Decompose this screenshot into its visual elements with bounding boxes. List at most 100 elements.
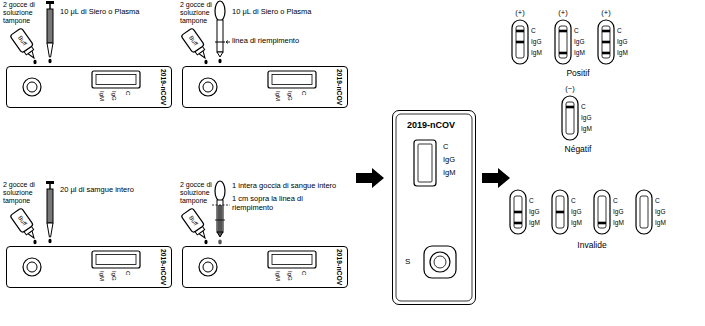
pipette-plunger bbox=[46, 181, 54, 184]
pipette-body bbox=[47, 9, 53, 43]
cassette-text: 2019-nCOV bbox=[407, 121, 455, 130]
drop bbox=[33, 240, 36, 244]
dropper-bulb bbox=[215, 1, 225, 21]
test-band bbox=[602, 30, 610, 33]
sample-well bbox=[199, 258, 217, 276]
cassette-text: IgM bbox=[275, 91, 281, 101]
sample-well-inner bbox=[27, 262, 37, 272]
buffer-bottle bbox=[181, 208, 211, 242]
text-label: C bbox=[531, 27, 536, 34]
text-label: 2 gocce di soluzione tampone bbox=[180, 181, 214, 205]
drop bbox=[33, 60, 36, 64]
text-label: Invalide bbox=[577, 241, 606, 251]
sample-well bbox=[199, 78, 217, 96]
result-window bbox=[414, 140, 436, 186]
strip-window bbox=[559, 26, 567, 58]
blood-drop bbox=[218, 240, 222, 245]
text-label: 1 cm sopra la linea di riempimento bbox=[232, 195, 310, 212]
text-label: IgM bbox=[574, 49, 585, 56]
test-band bbox=[566, 106, 574, 109]
result-window-inner bbox=[96, 255, 136, 265]
dropper-tip bbox=[217, 232, 223, 237]
cassette-text: 2019-nCOV bbox=[159, 249, 166, 285]
bottle-body bbox=[10, 208, 34, 233]
text-label: IgM bbox=[617, 49, 628, 56]
sample-well-inner bbox=[203, 262, 213, 272]
cassette-text: IgG bbox=[287, 271, 293, 281]
fill-line-pointer bbox=[226, 41, 230, 44]
cassette-text: IgM bbox=[99, 91, 105, 101]
sample-well bbox=[23, 258, 41, 276]
buffer-bottle bbox=[181, 28, 211, 62]
text-label: IgG bbox=[574, 38, 584, 45]
text-label: IgM bbox=[581, 125, 592, 132]
pipette-plunger bbox=[46, 1, 54, 4]
test-band bbox=[559, 30, 567, 33]
flow-arrow bbox=[356, 168, 384, 188]
text-label: C bbox=[581, 103, 586, 110]
text-label: C bbox=[613, 197, 618, 204]
strip-window bbox=[602, 26, 610, 58]
cassette-text: IgG bbox=[111, 271, 117, 281]
text-label: IgG bbox=[531, 38, 541, 45]
text-label: Positif bbox=[566, 69, 589, 79]
cassette-text: 2019-nCOV bbox=[335, 69, 342, 105]
pipette-stem bbox=[49, 4, 51, 9]
drop bbox=[48, 239, 51, 243]
test-cassette: IgMIgGC2019-nCOV bbox=[182, 66, 348, 108]
result-window-inner bbox=[272, 255, 312, 265]
text-label: IgM bbox=[529, 219, 540, 226]
cassette-text: IgG bbox=[443, 156, 455, 164]
test-band bbox=[602, 52, 610, 55]
test-cassette: IgMIgGC2019-nCOV bbox=[182, 246, 348, 288]
cassette-text: IgM bbox=[443, 169, 456, 177]
result-window-inner bbox=[418, 144, 432, 182]
text-label: C bbox=[617, 27, 622, 34]
text-label: IgG bbox=[617, 38, 627, 45]
result-strip bbox=[512, 20, 528, 64]
test-band bbox=[559, 52, 567, 55]
result-window-inner bbox=[96, 75, 136, 85]
drop bbox=[218, 59, 221, 63]
cassette-inner-outline bbox=[396, 114, 472, 301]
strip-window bbox=[556, 196, 564, 228]
test-cassette: 2019-nCOVCIgGIgMS bbox=[392, 110, 476, 305]
text-label: 1 intera goccia di sangue intero bbox=[232, 182, 336, 191]
text-label: IgM bbox=[613, 219, 624, 226]
text-label: C bbox=[571, 197, 576, 204]
text-label: 20 µl di samgue intero bbox=[60, 186, 134, 195]
strip-window bbox=[516, 26, 524, 58]
result-strip bbox=[562, 96, 578, 140]
result-window bbox=[92, 71, 140, 88]
sample-well-inner bbox=[27, 82, 37, 92]
blood-fill bbox=[218, 205, 223, 232]
fill-line bbox=[215, 220, 225, 221]
text-label: IgG bbox=[655, 208, 665, 215]
sample-well-inner bbox=[434, 256, 446, 268]
flow-arrow bbox=[482, 168, 510, 188]
result-strip bbox=[636, 190, 652, 234]
text-label: IgG bbox=[529, 208, 539, 215]
dropper-bulb bbox=[215, 181, 225, 201]
cassette-text: C bbox=[125, 91, 131, 95]
text-label: IgM bbox=[531, 49, 542, 56]
text-label: Négatif bbox=[565, 145, 592, 155]
cassette-text: IgM bbox=[275, 271, 281, 281]
dropper-tube bbox=[217, 20, 223, 52]
sample-well bbox=[430, 252, 450, 272]
text-label: (+) bbox=[558, 9, 567, 18]
result-window bbox=[92, 251, 140, 268]
drop bbox=[204, 60, 207, 64]
result-strip bbox=[598, 20, 614, 64]
text-label: IgG bbox=[571, 208, 581, 215]
text-label: 2 gocce di soluzione tampone bbox=[3, 1, 43, 25]
fill-line bbox=[215, 42, 225, 43]
buffer-bottle bbox=[10, 208, 40, 242]
text-label: 2 gocce di soluzione tampone bbox=[180, 1, 214, 25]
text-label: C bbox=[574, 27, 579, 34]
cassette-text: C bbox=[301, 91, 307, 95]
result-strip bbox=[552, 190, 568, 234]
sample-well-inner bbox=[203, 82, 213, 92]
